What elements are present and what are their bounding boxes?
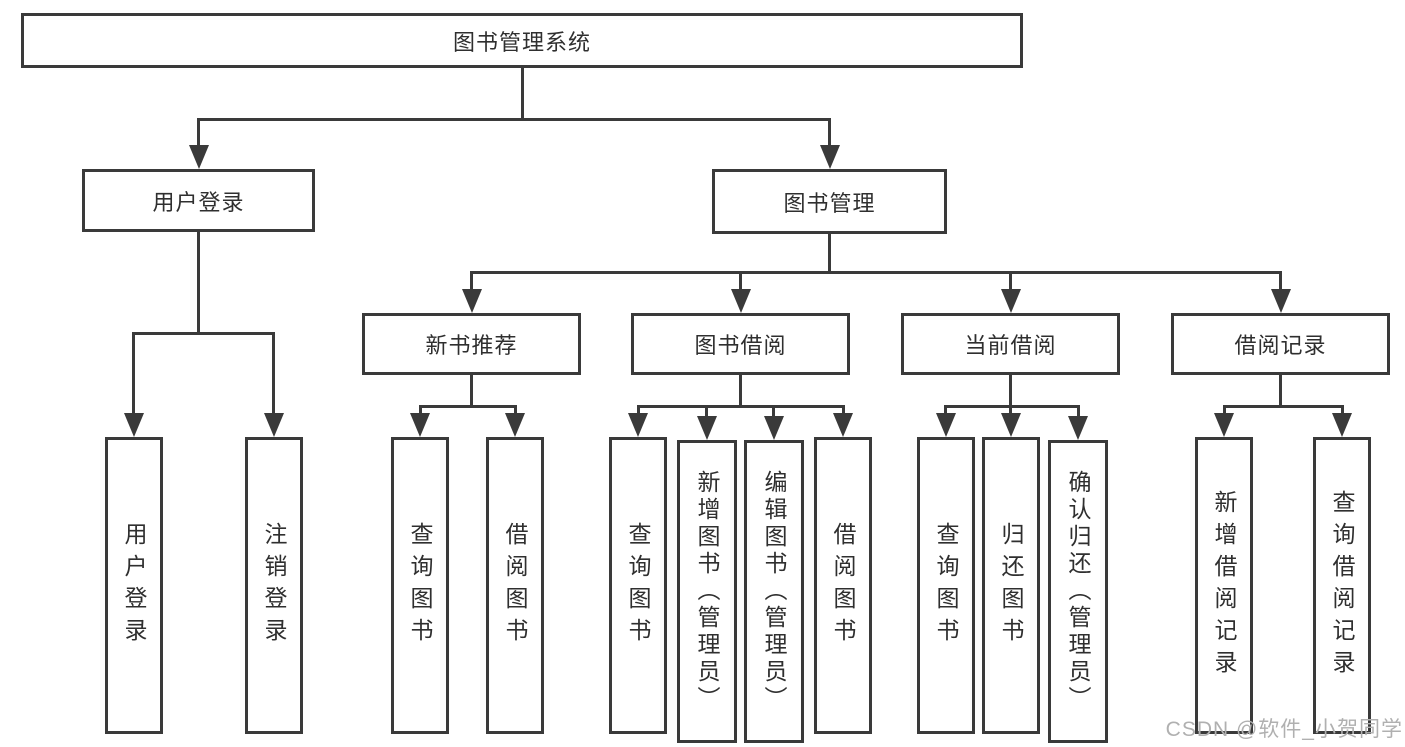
node-edit-book-admin: 编辑图书（管理员）: [744, 440, 804, 743]
connector-line: [418, 405, 517, 408]
connector-arrowhead-icon: [1214, 413, 1234, 437]
node-library-management-system: 图书管理系统: [21, 13, 1023, 68]
node-current-borrowing: 当前借阅: [901, 313, 1120, 375]
connector-line: [513, 407, 517, 415]
node-add-book-admin: 新增图书（管理员）: [677, 440, 737, 743]
watermark-text: CSDN @软件_小贺同学: [1165, 718, 1403, 741]
connector-line: [636, 405, 845, 408]
connector-line: [705, 407, 708, 418]
connector-arrowhead-icon: [628, 413, 648, 437]
connector-line: [1279, 273, 1282, 291]
connector-line: [1009, 375, 1012, 408]
node-borrow-books: 借阅图书: [486, 437, 544, 734]
node-login: 用户登录: [105, 437, 163, 734]
connector-arrowhead-icon: [188, 145, 209, 169]
connector-line: [470, 273, 473, 291]
connector-line: [739, 273, 742, 291]
connector-arrowhead-icon: [1000, 289, 1021, 313]
connector-arrowhead-icon: [935, 413, 956, 437]
node-query-books: 查询图书: [609, 437, 667, 734]
node-book-borrowing: 图书借阅: [631, 313, 850, 375]
node-borrow-books: 借阅图书: [814, 437, 872, 734]
node-query-borrow-record: 查询借阅记录: [1313, 437, 1371, 734]
connector-arrowhead-icon: [763, 416, 784, 440]
connector-line: [272, 334, 275, 415]
connector-line: [1222, 407, 1226, 415]
connector-arrowhead-icon: [505, 413, 525, 437]
connector-line: [1222, 405, 1344, 408]
connector-line: [520, 68, 524, 119]
node-new-book-recommend: 新书推荐: [362, 313, 581, 375]
connector-line: [828, 234, 831, 274]
node-book-management: 图书管理: [712, 169, 947, 234]
connector-arrowhead-icon: [1068, 416, 1088, 440]
connector-line: [1009, 273, 1012, 291]
connector-line: [470, 375, 473, 408]
connector-line: [772, 407, 775, 418]
node-user-login: 用户登录: [82, 169, 315, 232]
node-confirm-return-admin: 确认归还（管理员）: [1048, 440, 1108, 743]
connector-arrowhead-icon: [819, 145, 840, 169]
node-logout: 注销登录: [245, 437, 303, 734]
connector-line: [132, 334, 135, 415]
connector-arrowhead-icon: [833, 413, 853, 437]
connector-line: [470, 271, 1282, 274]
connector-arrowhead-icon: [410, 413, 430, 437]
node-add-borrow-record: 新增借阅记录: [1195, 437, 1253, 734]
node-borrowing-records: 借阅记录: [1171, 313, 1390, 375]
connector-line: [636, 407, 640, 415]
connector-arrowhead-icon: [730, 289, 751, 313]
connector-arrowhead-icon: [1000, 413, 1021, 437]
connector-line: [1279, 375, 1282, 408]
connector-line: [1076, 407, 1080, 418]
connector-line: [132, 332, 275, 335]
connector-line: [739, 375, 742, 408]
connector-line: [418, 407, 422, 415]
connector-line: [197, 120, 200, 148]
connector-line: [197, 118, 831, 121]
node-query-books: 查询图书: [391, 437, 449, 734]
connector-line: [1340, 407, 1344, 415]
node-query-books: 查询图书: [917, 437, 975, 734]
connector-arrowhead-icon: [696, 416, 717, 440]
connector-line: [197, 232, 200, 335]
connector-line: [828, 120, 831, 148]
connector-line: [944, 405, 1080, 408]
node-return-book: 归还图书: [982, 437, 1040, 734]
connector-arrowhead-icon: [461, 289, 482, 313]
connector-arrowhead-icon: [123, 413, 144, 437]
connector-line: [841, 407, 845, 415]
connector-arrowhead-icon: [1332, 413, 1352, 437]
connector-line: [944, 407, 947, 415]
connector-arrowhead-icon: [263, 413, 284, 437]
connector-arrowhead-icon: [1270, 289, 1291, 313]
connector-line: [1009, 407, 1012, 415]
